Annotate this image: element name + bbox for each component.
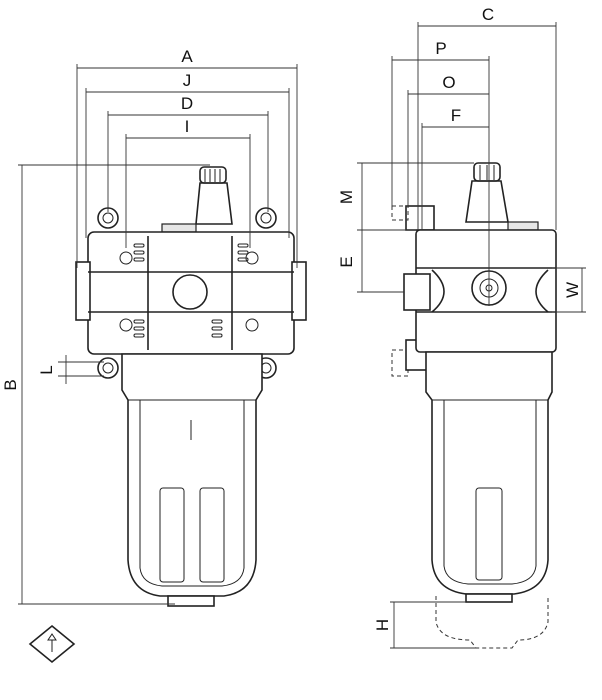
- front-view: [75, 166, 307, 607]
- side-port: [403, 273, 431, 311]
- label-D: D: [181, 94, 193, 113]
- lubricator-symbol-icon: [28, 624, 76, 664]
- label-E: E: [337, 256, 356, 267]
- front-drain: [167, 595, 215, 607]
- side-view: [391, 162, 557, 649]
- label-W: W: [563, 282, 582, 298]
- dimension-labels: A J D I B L C P O F M E W H: [1, 5, 582, 631]
- front-center-port: [172, 274, 208, 310]
- front-port-right: [291, 261, 307, 321]
- mount-hole-bottom-left: [97, 357, 119, 379]
- label-M: M: [337, 190, 356, 204]
- front-cap-stem: [195, 182, 233, 225]
- front-cap: [199, 166, 227, 184]
- front-body: [87, 231, 295, 355]
- side-bracket-top: [405, 205, 435, 231]
- front-port-left: [75, 261, 91, 321]
- label-F: F: [451, 106, 461, 125]
- side-bowl: [425, 351, 553, 595]
- label-P: P: [435, 39, 446, 58]
- mount-hole-top-right: [255, 207, 277, 229]
- side-body: [415, 229, 557, 353]
- front-bowl: [121, 353, 263, 597]
- label-L: L: [37, 365, 56, 374]
- side-drain: [465, 593, 513, 603]
- front-dimensions: [18, 64, 298, 605]
- label-O: O: [442, 73, 455, 92]
- label-C: C: [482, 5, 494, 24]
- label-B: B: [1, 379, 20, 390]
- side-dimensions: [357, 22, 586, 649]
- side-cap-stem: [465, 180, 509, 223]
- label-I: I: [185, 117, 190, 136]
- label-H: H: [373, 619, 392, 631]
- label-J: J: [183, 71, 192, 90]
- side-sight-window: [475, 487, 503, 581]
- front-top-plate: [161, 223, 197, 233]
- label-A: A: [181, 47, 193, 66]
- front-sight-window: [159, 487, 185, 583]
